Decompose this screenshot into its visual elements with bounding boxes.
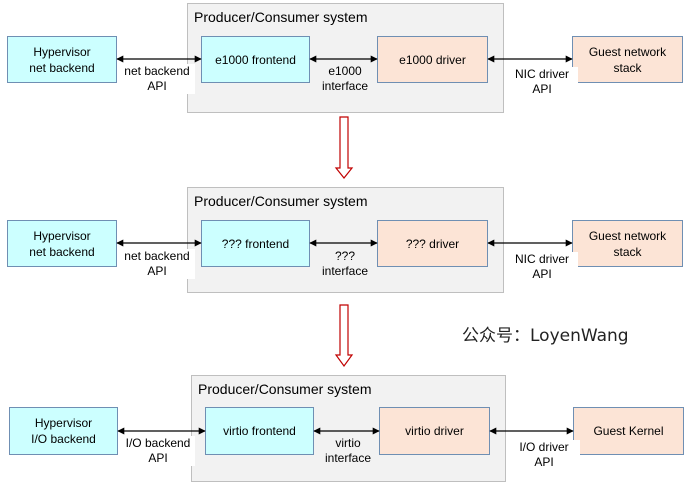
unknown-driver-box: ??? driver [377, 220, 488, 267]
system-title-3: Producer/Consumer system [198, 381, 372, 397]
row3-right-api-label: I/O driver API [508, 440, 580, 470]
e1000-driver-box: e1000 driver [377, 36, 488, 83]
virtio-frontend-box: virtio frontend [205, 407, 314, 455]
row1-right-api-label: NIC driver API [506, 67, 578, 97]
virtio-driver-box: virtio driver [379, 407, 490, 455]
row2-left-api-label: net backend API [119, 249, 195, 279]
guest-kernel-box: Guest Kernel [573, 407, 684, 455]
row1-left-api-label: net backend API [119, 64, 195, 94]
guest-network-stack-2: Guest network stack [572, 220, 683, 267]
row1-mid-interface-label: e1000 interface [315, 64, 375, 94]
hypervisor-io-backend: Hypervisor I/O backend [9, 407, 118, 455]
watermark-text: 公众号：LoyenWang [462, 326, 629, 346]
row3-mid-interface-label: virtio interface [318, 436, 378, 466]
hypervisor-net-backend-1: Hypervisor net backend [7, 36, 117, 83]
row2-right-api-label: NIC driver API [506, 252, 578, 282]
hypervisor-net-backend-2: Hypervisor net backend [7, 220, 117, 267]
transition-arrow-2 [334, 304, 354, 368]
system-title-2: Producer/Consumer system [194, 193, 368, 209]
e1000-frontend-box: e1000 frontend [201, 36, 310, 83]
unknown-frontend-box: ??? frontend [201, 220, 310, 267]
guest-network-stack-1: Guest network stack [572, 36, 683, 83]
row3-left-api-label: I/O backend API [121, 436, 195, 466]
system-title-1: Producer/Consumer system [194, 9, 368, 25]
row2-mid-interface-label: ??? interface [315, 249, 375, 279]
transition-arrow-1 [334, 116, 354, 179]
